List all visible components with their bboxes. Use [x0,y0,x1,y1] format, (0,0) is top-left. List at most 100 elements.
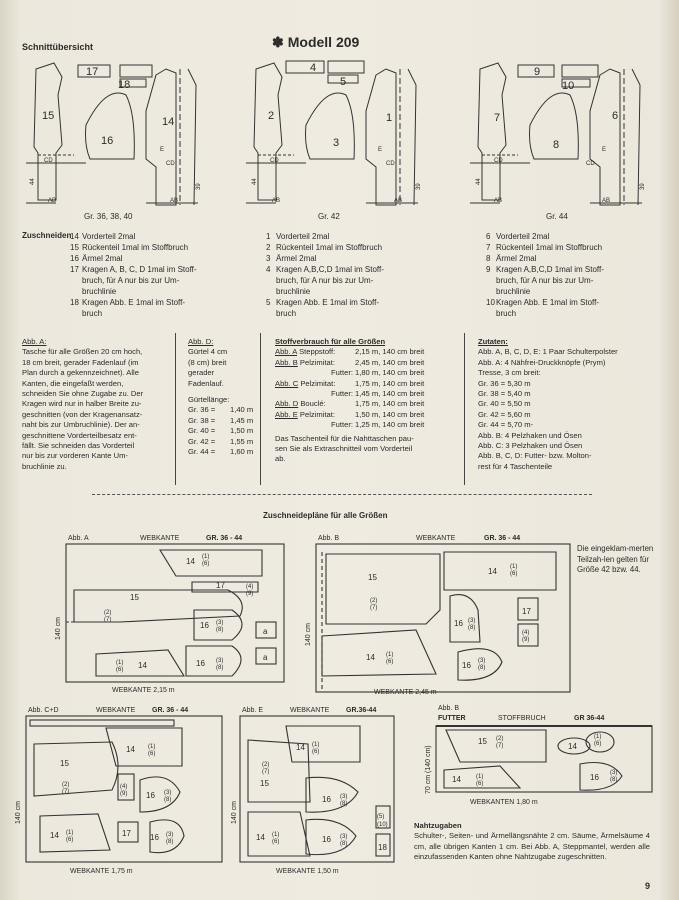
zutaten-line: Abb. B, C, D: Futter- bzw. Molton- [478,451,592,461]
plan-f-stoffbruch: STOFFBRUCH [498,715,546,722]
plan-c-piece: 16 [146,791,155,800]
zuschneiden-item-text: Kragen Abb. E 1mal im Stoff- [82,298,186,307]
zuschneiden-label: Zuschneiden [22,231,72,240]
zuschneiden-item-number [70,308,82,319]
stoffverbrauch-row: Futter:1,80 m, 140 cm breit [275,368,460,378]
plan-a-piece: 14 [138,661,147,670]
plan-a-piece: (1) [202,554,209,560]
stoffverbrauch-fabric: Futter: [331,420,353,430]
plan-a-piece: 16 [200,621,209,630]
ov1-mark-ab2: AB [394,198,402,204]
plan-c-piece: 14 [126,745,135,754]
ov0-mark-ab: AB [48,198,56,204]
zuschneiden-item-text: Vorderteil 2mal [276,232,330,241]
plan-a-frame [65,543,285,683]
abb-d-line: Gürtel 4 cm [188,347,228,357]
ov1-aermel: 3 [333,137,339,149]
divider-3 [464,333,465,485]
zuschneiden-item: bruch [486,308,656,319]
zuschneiden-item-text: bruchlinie [82,287,117,296]
plan-e-piece: (8) [340,841,347,847]
plan-a-piece: 15 [130,593,139,602]
zutaten-line: Abb. B: 4 Pelzhaken und Ösen [478,430,582,440]
zuschneiden-item-text: bruch, für A nur bis zur Um- [496,276,594,285]
plan-f-frame [435,725,653,793]
stoffverbrauch-note-2: sen Sie als Extraschnitteil vom Vorderte… [275,444,413,454]
plan-f-piece: (1) [476,774,483,780]
plan-a-piece: (8) [216,665,223,671]
stoffverbrauch-row: Futter:1,45 m, 140 cm breit [275,389,460,399]
zuschneiden-item-text: bruch [276,309,297,318]
stoffverbrauch-abb: Abb. A [275,347,297,357]
zuschneiden-item-number: 18 [70,298,79,307]
stoffverbrauch-fabric: Pelzimitat: [297,357,335,367]
zuschneiden-item-text: Kragen Abb. E 1mal im Stoff- [496,298,600,307]
plan-a-piece: (2) [104,610,111,616]
abb-a-line: geschnitten (von der Kragenansatz- [22,409,143,419]
ov0-kragen1: 17 [86,66,98,78]
abb-d-length: 1,60 m [230,447,254,457]
zutaten-line: Abb. A, B, C, D, E: 1 Paar Schulterpolst… [478,347,618,357]
ov2-mark-ab2: AB [602,198,610,204]
zutaten-line: Gr. 44 = 5,70 m- [478,420,534,430]
abb-a-line: Kragen wird nur in halber Breite zu- [22,399,142,409]
zuschneiden-item-text: Vorderteil 2mal [496,232,550,241]
plan-f-piece: 15 [478,737,487,746]
ov1-measure2: 39 [416,183,422,190]
zuschneiden-item-number: 14 [70,232,79,241]
stoffverbrauch-value: 1,75 m, 140 cm breit [355,399,425,409]
plan-e-piece: 15 [260,779,269,788]
stoffverbrauch-value: 1,45 m, 140 cm breit [355,389,425,399]
abb-a-text: Tasche für alle Größen 20 cm hoch,18 cm … [22,347,170,472]
plan-b-piece: (9) [522,637,529,643]
abb-d-row: Gr. 42 =1,55 m [188,437,258,447]
ov2-aermel: 8 [553,139,559,151]
abb-a-line: geschnittene Vorderteilbesatz ent- [22,430,137,440]
abb-d-size: Gr. 40 = [188,426,216,436]
plan-e-piece: 18 [378,843,387,852]
plan-c-piece: (2) [62,782,69,788]
plan-a-piece: (1) [116,660,123,666]
zuschneiden-item: bruch [266,308,436,319]
ov0-vorder: 15 [42,110,54,122]
size-note: Die eingeklam-merten Teilzah-len gelten … [577,544,654,575]
plan-f-piece: (2) [496,736,503,742]
zuschneiden-item-number [70,286,82,297]
plan-f-width: 70 cm (140 cm) [425,745,432,794]
stoffverbrauch-fabric: Futter: [331,368,353,378]
plan-c-bottom: WEBKANTE 1,75 m [70,868,133,875]
plan-b-piece: (4) [522,630,529,636]
nahtzugaben-box: Nahtzugaben Schulter-, Seiten- und Ärmel… [414,821,650,863]
stoffverbrauch-row: Abb. A Steppstoff:2,15 m, 140 cm breit [275,347,460,357]
overview-size-42 [246,60,418,206]
zuschneiden-item-text: Rückenteil 1mal im Stoffbruch [496,243,603,252]
ov0-mark-e: E [160,147,164,153]
ov1-mark-cd: CD [270,158,279,164]
stoffverbrauch-label: Abb. D Bouclé: [275,399,353,409]
stoffverbrauch-fabric: Pelzimitat: [298,378,336,388]
plan-a-piece: (3) [216,620,223,626]
abb-d-row: Gr. 36 =1,40 m [188,405,258,415]
plan-f-piece: (1) [594,734,601,740]
zutaten-line: Gr. 38 = 5,40 m [478,389,531,399]
zuschneiden-item-number: 7 [486,243,491,252]
abb-a-line: Tasche für alle Größen 20 cm hoch, [22,347,143,357]
plan-e-piece: 14 [296,743,305,752]
plan-b-frame [315,543,571,693]
plan-c-piece: (1) [148,744,155,750]
zuschneiden-item-number [486,308,496,319]
plan-a-piece: 17 [216,581,225,590]
model-title: Modell 209 [287,34,360,50]
zuschneiden-item-number: 6 [486,232,491,241]
plan-c-piece: (3) [164,790,171,796]
stoffverbrauch-abb: Abb. E [275,409,298,419]
plan-b-piece: (1) [510,564,517,570]
ov1-kragen1: 4 [310,62,316,74]
ov2-rueck: 7 [494,112,500,124]
abb-d-title: Abb. D: [188,337,214,346]
zuschneiden-item-number: 2 [266,243,271,252]
